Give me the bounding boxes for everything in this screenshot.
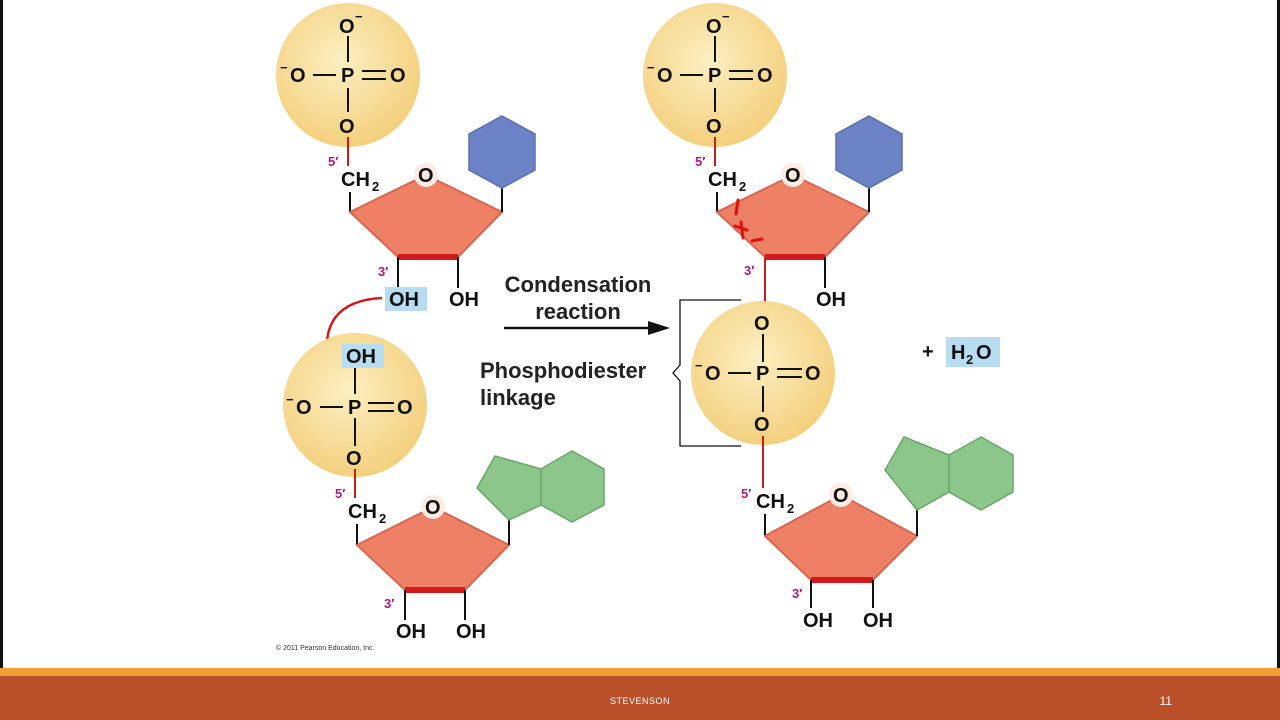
reaction-arrow (504, 321, 670, 335)
hydroxyl-3prime: OH (396, 621, 426, 643)
plus-sign: + (922, 341, 934, 363)
linkage-bracket (672, 299, 741, 447)
hydroxyl-2prime: OH (449, 289, 479, 311)
oxygen-atom: O (705, 363, 721, 385)
purine-base (476, 450, 605, 523)
phosphate-bonds (680, 36, 753, 112)
oxygen-atom: O (706, 116, 722, 138)
hydroxyl-3prime: OH (803, 610, 833, 632)
footer-stripe (0, 668, 1280, 676)
ch2-label: CH (708, 169, 737, 191)
hydroxyl-3prime: OH (389, 289, 419, 311)
right-top-nucleotide: O − − O P O O 5′ CH 2 O 3′ OH (643, 3, 903, 311)
ch2-subscript: 2 (739, 179, 746, 194)
linkage-label-line2: linkage (480, 385, 556, 410)
oxygen-atom: O (390, 65, 406, 87)
oxygen-atom: O (757, 65, 773, 87)
five-prime-label: 5′ (695, 154, 705, 169)
footer-author: STEVENSON (609, 696, 670, 706)
three-prime-label: 3′ (744, 263, 754, 278)
three-prime-label: 3′ (384, 596, 394, 611)
oxygen-atom: O (290, 65, 306, 87)
five-prime-label: 5′ (741, 486, 751, 501)
oxygen-atom: O (706, 16, 722, 38)
linking-phosphate: O − O P O O (691, 301, 835, 445)
oxygen-atom: O (754, 414, 770, 436)
phosphate-bonds (320, 368, 394, 446)
phosphate-bonds (313, 36, 386, 112)
ch2-subscript: 2 (787, 501, 794, 516)
ch2-label: CH (756, 491, 785, 513)
oxygen-atom: O (296, 397, 312, 419)
oxygen-atom: O (657, 65, 673, 87)
oxygen-atom: O (339, 16, 355, 38)
ring-oxygen: O (425, 497, 441, 519)
phosphorus-atom: P (341, 65, 354, 87)
phosphate-sphere (283, 333, 427, 477)
oxygen-atom: O (805, 363, 821, 385)
phosphate-bonds (728, 334, 802, 412)
hydroxyl-2prime: OH (456, 621, 486, 643)
three-prime-label: 3′ (378, 264, 388, 279)
hydroxyl-highlight (385, 287, 427, 311)
annotation-marks (733, 198, 764, 243)
charge-sign: − (722, 9, 730, 24)
oxygen-atom: O (346, 448, 362, 470)
ring-oxygen-bg (414, 163, 438, 187)
ch2-subscript: 2 (379, 511, 386, 526)
oxygen-atom: O (397, 397, 413, 419)
five-prime-label: 5′ (335, 486, 345, 501)
linkage-label-line1: Phosphodiester (480, 358, 647, 383)
pyrimidine-base (835, 115, 903, 189)
left-bottom-nucleotide: OH − O P O O 5′ CH 2 O (283, 333, 605, 643)
copyright-notice: © 2011 Pearson Education, Inc. (276, 644, 374, 652)
phosphorus-atom: P (756, 363, 769, 385)
reaction-label-line2: reaction (535, 299, 621, 324)
ring-oxygen-bg (421, 495, 445, 519)
water-o: O (976, 342, 992, 364)
water-highlight (946, 337, 1000, 367)
charge-sign: − (286, 392, 294, 407)
pyrimidine-base (468, 115, 536, 189)
five-prime-label: 5′ (328, 154, 338, 169)
ch2-label: CH (341, 169, 370, 191)
ring-oxygen-bg (829, 483, 853, 507)
phosphate-sphere (643, 3, 787, 147)
water-product: + H 2 O (922, 337, 1000, 367)
slide-number: 11 (1159, 694, 1172, 708)
right-border (1277, 0, 1280, 668)
oxygen-atom: O (339, 116, 355, 138)
slide-footer: STEVENSON 11 (0, 676, 1280, 720)
three-prime-label: 3′ (792, 586, 802, 601)
ring-oxygen-bg (781, 163, 805, 187)
hydroxyl-highlight (342, 344, 384, 368)
ring-oxygen: O (418, 165, 434, 187)
ch2-subscript: 2 (372, 179, 379, 194)
ring-oxygen: O (833, 485, 849, 507)
ring-oxygen: O (785, 165, 801, 187)
water-subscript: 2 (966, 352, 973, 367)
reaction-label-line1: Condensation (505, 272, 652, 297)
phosphorus-atom: P (348, 397, 361, 419)
phosphate-sphere (276, 3, 420, 147)
charge-sign: − (280, 60, 288, 75)
phosphorus-atom: P (708, 65, 721, 87)
oxygen-atom: O (754, 313, 770, 335)
charge-sign: − (695, 358, 703, 373)
ch2-label: CH (348, 501, 377, 523)
hydroxyl-2prime: OH (863, 610, 893, 632)
right-bottom-nucleotide: 5′ CH 2 O 3′ OH OH (741, 436, 1014, 632)
hydroxyl-2prime: OH (816, 289, 846, 311)
hydroxyl-on-phosphate: OH (346, 346, 376, 368)
water-h: H (951, 342, 965, 364)
phosphate-sphere (691, 301, 835, 445)
charge-sign: − (355, 9, 363, 24)
left-border (0, 0, 3, 668)
left-top-nucleotide: O − − O P O O 5′ CH 2 O 3′ OH OH (276, 3, 536, 311)
condensation-diagram: O − − O P O O 5′ CH 2 O 3′ OH OH (276, 3, 1014, 652)
purine-base (884, 436, 1014, 511)
charge-sign: − (647, 60, 655, 75)
